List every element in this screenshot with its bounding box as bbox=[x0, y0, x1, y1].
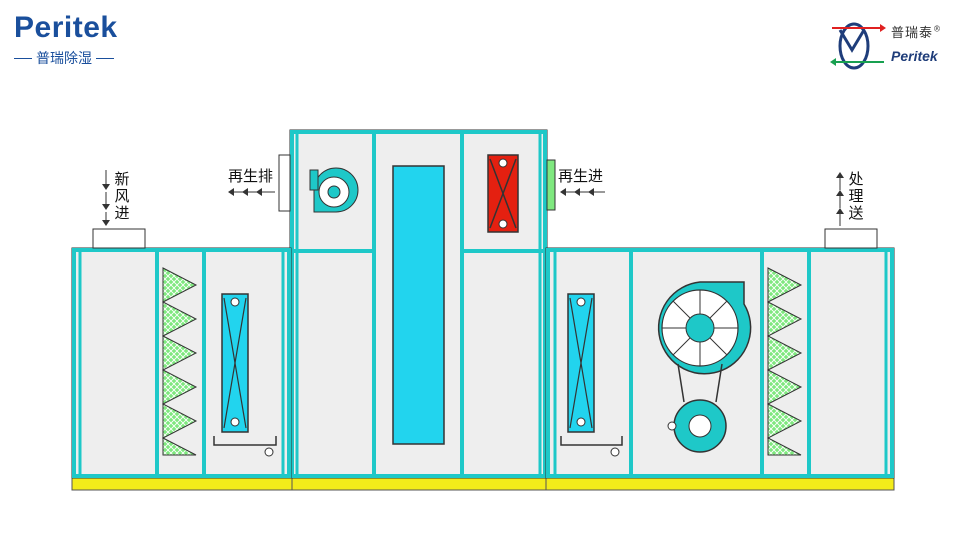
regen-exhaust-label: 再生排 bbox=[228, 167, 274, 185]
brand-cn-name: 普瑞泰® bbox=[891, 24, 943, 41]
fresh-air-label: 新风进 bbox=[114, 170, 130, 222]
pre-cooling-coil bbox=[213, 293, 277, 457]
pre-filter bbox=[161, 267, 198, 456]
regen-exhaust-port bbox=[278, 154, 291, 212]
processed-supply-label: 处理送 bbox=[848, 170, 864, 222]
peritek-logo-left: Peritek 普瑞除湿 bbox=[14, 12, 144, 68]
divider-line bbox=[96, 57, 114, 59]
process-supply-fan bbox=[657, 281, 752, 453]
supply-air-arrows-icon bbox=[836, 172, 844, 226]
fresh-air-arrows-icon bbox=[102, 170, 110, 226]
regeneration-heater bbox=[487, 154, 519, 233]
regen-exhaust-arrows-icon bbox=[228, 188, 275, 196]
regen-fan bbox=[309, 167, 359, 213]
final-filter bbox=[766, 267, 803, 456]
brand-subtitle-row: 普瑞除湿 bbox=[14, 48, 144, 68]
divider-line bbox=[14, 57, 32, 59]
peritek-logo-right: 普瑞泰® Peritek bbox=[828, 16, 956, 72]
brand-en-name: Peritek bbox=[891, 48, 938, 64]
wheel-logo-icon bbox=[830, 22, 886, 70]
post-cooling-coil bbox=[560, 293, 623, 457]
base-rail bbox=[71, 477, 895, 491]
brand-name: Peritek bbox=[14, 11, 118, 44]
regen-inlet-label: 再生进 bbox=[558, 167, 604, 185]
regen-inlet-arrows-icon bbox=[560, 188, 605, 196]
regen-inlet-filter bbox=[546, 159, 556, 211]
desiccant-rotor bbox=[392, 165, 445, 445]
brand-subtitle: 普瑞除湿 bbox=[36, 51, 92, 67]
